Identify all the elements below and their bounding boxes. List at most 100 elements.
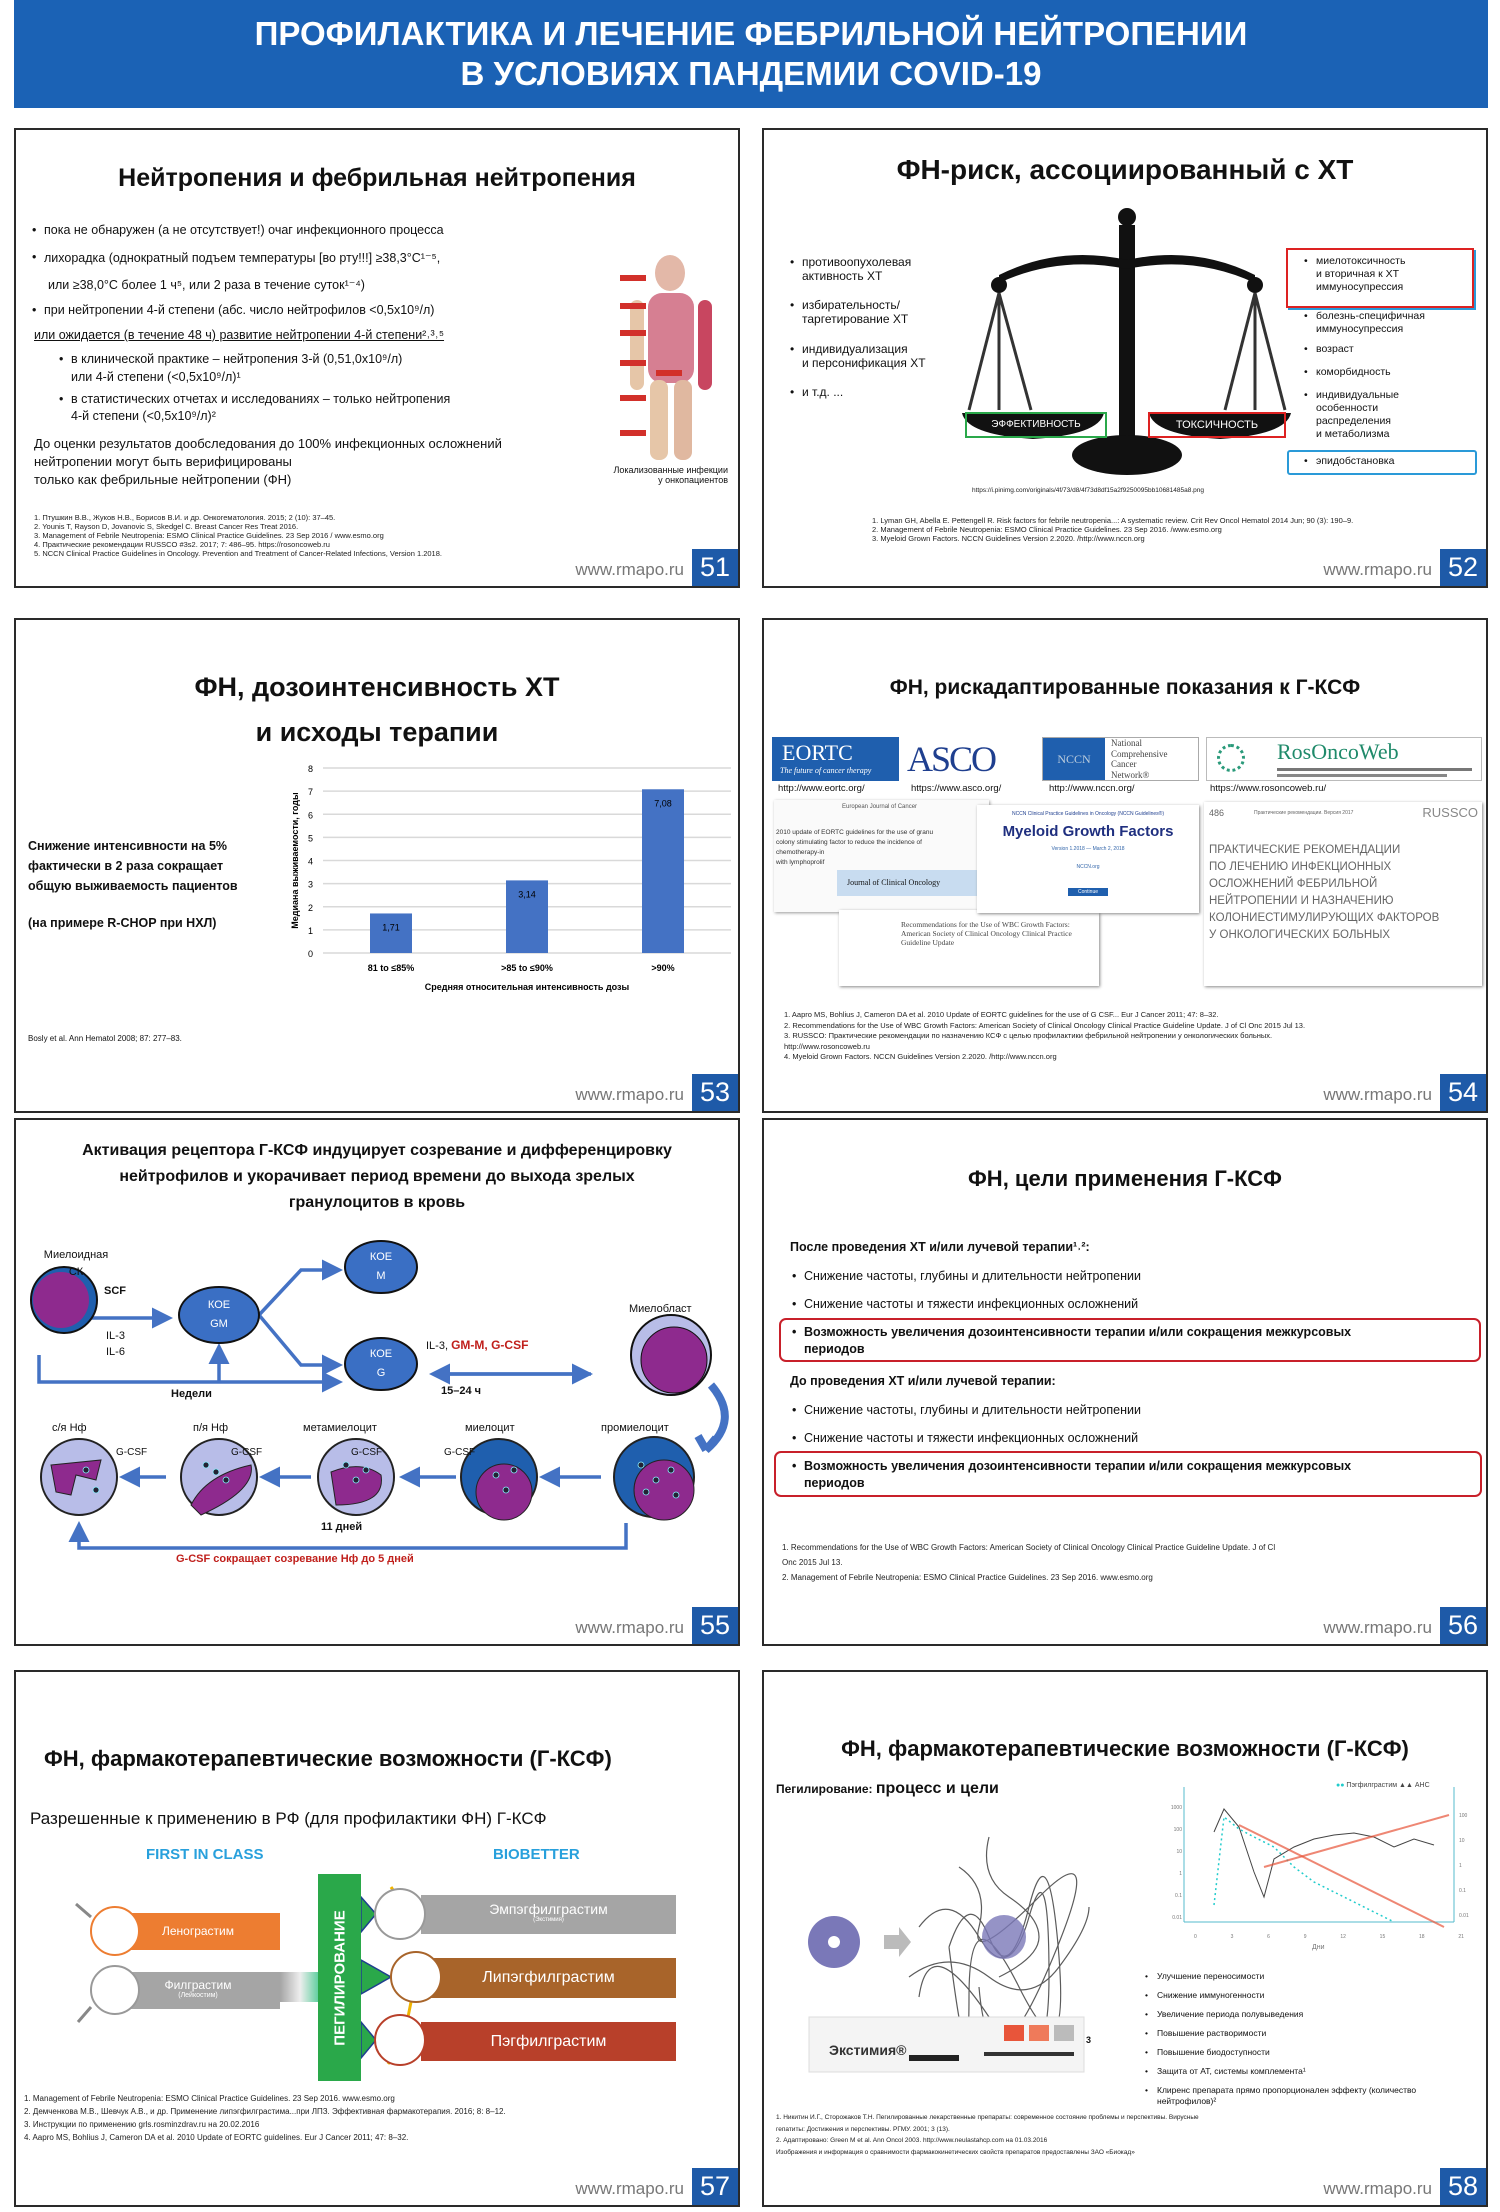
slide-title-line-2: и исходы терапии <box>255 717 499 747</box>
page-number: 52 <box>1440 549 1486 586</box>
biobetter-heading: BIOBETTER <box>493 1846 580 1863</box>
neutrophil-maturation-diagram <box>30 1240 729 1550</box>
bullet: и т.д. ... <box>790 385 843 399</box>
document-header: ПРОФИЛАКТИКА И ЛЕЧЕНИЕ ФЕБРИЛЬНОЙ НЕЙТРО… <box>14 0 1488 108</box>
nccn-mgf-thumbnail: NCCN Clinical Practice Guidelines in Onc… <box>977 805 1199 913</box>
label-myeloblast: Миелобласт <box>629 1303 692 1315</box>
slide-56: ФН, цели применения Г-КСФ После проведен… <box>762 1118 1488 1646</box>
product-box-label: Экстимия® <box>829 2042 907 2058</box>
label-gcsf: G-CSF <box>351 1447 383 1458</box>
slide-57: ФН, фармакотерапевтические возможности (… <box>14 1670 740 2207</box>
highlight-box <box>774 1451 1482 1497</box>
risk-factor: эпидобстановка <box>1304 455 1395 467</box>
anatomy-illustration <box>620 255 712 460</box>
y-tick-label: 1 <box>308 926 313 936</box>
risk-factor: индивидуальныеособенностираспределенияи … <box>1304 389 1399 441</box>
pk-pd-chart-illustration <box>1183 1787 1455 1928</box>
label-promyelocyte: промиелоцит <box>601 1422 669 1434</box>
bullet-cont: или ≥38,0°C более 1 ч⁵, или 2 раза в теч… <box>48 278 365 292</box>
drug-lipegfilgrastim: Липэгфилграстим <box>421 1958 676 1998</box>
page-number: 54 <box>1440 1074 1486 1111</box>
slide-58: ФН, фармакотерапевтические возможности (… <box>762 1670 1488 2207</box>
example-note: (на примере R-CHOP при НХЛ) <box>28 916 217 930</box>
slide-title: ФН-риск, ассоциированный с ХТ <box>896 154 1354 185</box>
goal-item: Снижение частоты и тяжести инфекционных … <box>792 1431 1138 1445</box>
slide-54: ФН, рискадаптированные показания к Г-КСФ… <box>762 618 1488 1113</box>
page-number: 55 <box>692 1607 738 1644</box>
y-tick-label: 7 <box>308 787 313 797</box>
y-tick-label: 6 <box>308 810 313 820</box>
slide-title: ФН, фармакотерапевтические возможности (… <box>841 1736 1409 1761</box>
footer-url: www.rmapo.ru <box>1323 1085 1432 1104</box>
label-segmented: с/я Нф <box>52 1422 87 1434</box>
y-tick-label: 8 <box>308 764 313 774</box>
y-tick-label: 3 <box>308 880 313 890</box>
label-cytokines: IL-3, GM-M, G-CSF <box>426 1338 529 1352</box>
sub-bullet-cont: 4-й степени (<0,5x10⁹/л)² <box>71 409 216 423</box>
link-nccn[interactable]: http://www.nccn.org/ <box>1049 783 1135 794</box>
highlight-box-blue <box>1287 450 1477 475</box>
page-number: 53 <box>692 1074 738 1111</box>
section-before: До проведения ХТ и/или лучевой терапии: <box>790 1374 1056 1388</box>
slide-title: ФН, фармакотерапевтические возможности (… <box>44 1746 612 1771</box>
page-number: 58 <box>1440 2168 1486 2205</box>
goal-item-highlighted: Возможность увеличения дозоинтенсивности… <box>792 1324 1351 1358</box>
image-source-url: https://i.pinimg.com/originals/4f/73/d8/… <box>972 487 1205 494</box>
y-tick-label: 4 <box>308 857 313 867</box>
page-number: 57 <box>692 2168 738 2205</box>
bullet: при нейтропении 4-й степени (абс. число … <box>32 303 434 317</box>
bullet: лихорадка (однократный подъем температур… <box>32 250 440 265</box>
asco-guideline-thumbnail: Recommendations for the Use of WBC Growt… <box>839 910 1099 986</box>
link-rosoncoweb[interactable]: https://www.rosoncoweb.ru/ <box>1210 783 1327 794</box>
y-tick-label: 5 <box>308 833 313 843</box>
risk-factor: коморбидность <box>1304 366 1391 378</box>
scales-illustration <box>962 208 1291 475</box>
slide-55: Активация рецептора Г-КСФ индуцирует соз… <box>14 1118 740 1646</box>
references: 1. Aapro MS, Bohlius J, Cameron DA et al… <box>784 1010 1306 1061</box>
label-gcsf: G-CSF <box>444 1447 476 1458</box>
pegylation-goals: Улучшение переносимостиСнижение иммуноге… <box>1157 1967 1416 2107</box>
summary-text: Снижение интенсивности на 5%фактически в… <box>28 839 238 893</box>
slide-title: ФН, цели применения Г-КСФ <box>968 1166 1282 1191</box>
slide-subtitle: Пегилирование: процесс и цели <box>776 1780 999 1797</box>
slide-53: ФН, дозоинтенсивность ХТ и исходы терапи… <box>14 618 740 1113</box>
footer-url: www.rmapo.ru <box>1323 2179 1432 2198</box>
bar-value-label: 1,71 <box>382 922 400 932</box>
gcsf-shortening-note: G-CSF сокращает созревание Нф до 5 дней <box>176 1553 414 1565</box>
label-myelocyte: миелоцит <box>465 1422 515 1434</box>
goal-item: Снижение частоты, глубины и длительности… <box>792 1403 1141 1417</box>
footnote-marker: 3 <box>1086 2035 1092 2045</box>
link-asco[interactable]: https://www.asco.org/ <box>911 783 1002 794</box>
efficacy-pan-label: ЭФФЕКТИВНОСТЬ <box>965 412 1107 438</box>
slide-52: ФН-риск, ассоциированный с ХТ противоопу… <box>762 128 1488 588</box>
x-tick-label: >85 to ≤90% <box>501 963 553 973</box>
pegylation-connector <box>280 1972 320 2002</box>
references: 1. Management of Febrile Neutropenia: ES… <box>24 2094 506 2142</box>
link-eortc[interactable]: http://www.eortc.org/ <box>778 783 865 794</box>
asco-logo: ASCO <box>907 739 997 779</box>
highlight-box <box>779 1318 1481 1362</box>
label-11-days: 11 дней <box>321 1521 363 1533</box>
references: 1. Lyman GH, Abella E. Pettengell R. Ris… <box>872 516 1354 543</box>
y-axis-title: Медиана выживаемости, годы <box>290 792 300 929</box>
header-line-2: В УСЛОВИЯХ ПАНДЕМИИ COVID-19 <box>460 55 1042 92</box>
footer-url: www.rmapo.ru <box>1323 1618 1432 1637</box>
y-tick-label: 2 <box>308 903 313 913</box>
first-in-class-heading: FIRST IN CLASS <box>146 1846 264 1863</box>
bar-value-label: 3,14 <box>518 889 536 899</box>
footer-url: www.rmapo.ru <box>575 560 684 579</box>
bullet: избирательность/таргетирование ХТ <box>790 298 908 326</box>
